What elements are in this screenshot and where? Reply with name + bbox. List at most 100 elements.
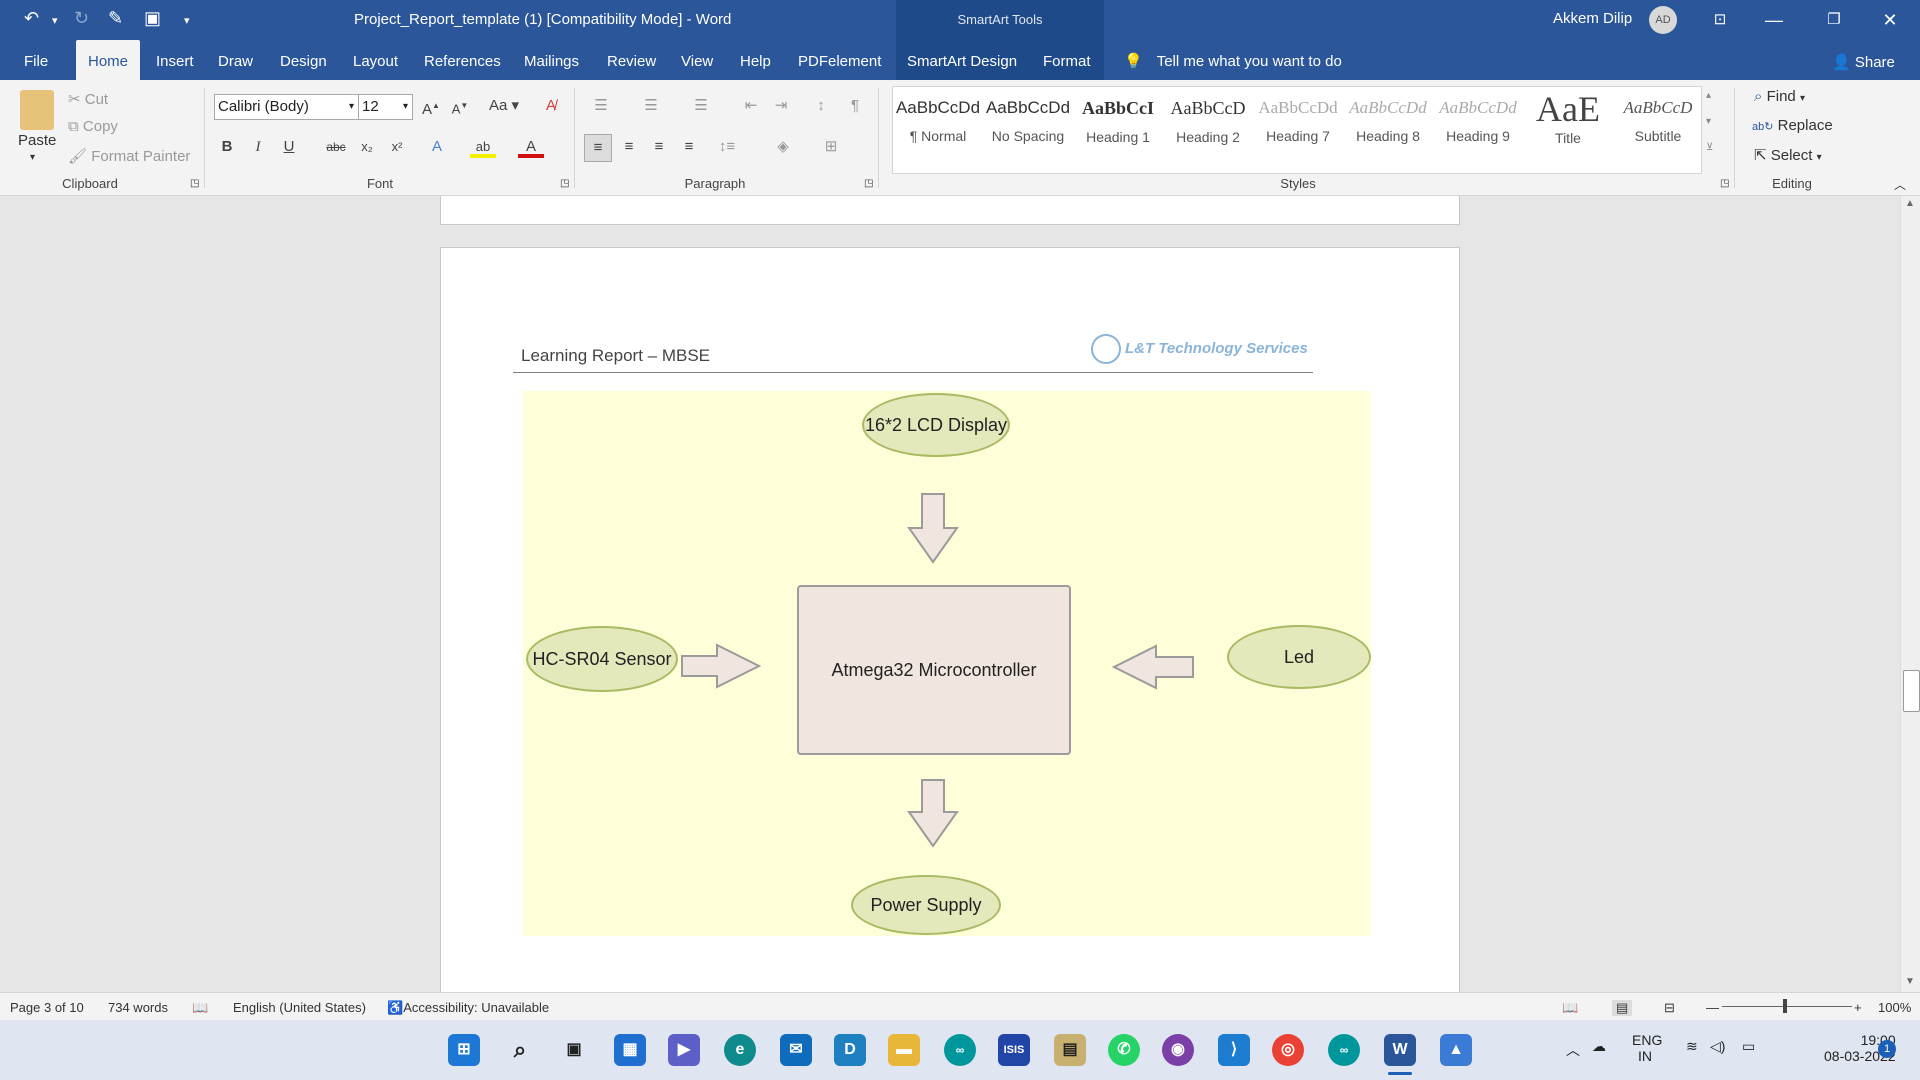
proteus-isis-icon[interactable]: ISIS (998, 1034, 1030, 1066)
scroll-down-icon[interactable]: ▼ (1905, 976, 1915, 987)
widgets-icon[interactable]: ▦ (614, 1034, 646, 1066)
paragraph-launcher-icon[interactable]: ◳ (864, 178, 874, 189)
italic-icon[interactable]: I (255, 139, 261, 155)
word-count[interactable]: 734 words (108, 1000, 168, 1015)
notebook-icon[interactable]: ▤ (1054, 1034, 1086, 1066)
shading-icon[interactable]: ◈ (777, 138, 789, 155)
strikethrough-icon[interactable]: abc (326, 140, 346, 154)
arduino-ide-icon[interactable]: ∞ (1328, 1034, 1360, 1066)
vertical-scrollbar[interactable]: ▲ ▼ (1900, 196, 1920, 992)
power-supply-node[interactable]: Power Supply (851, 875, 1001, 935)
edge-icon[interactable]: e (724, 1034, 756, 1066)
styles-scroll-up-icon[interactable]: ▴ (1706, 90, 1712, 101)
search-icon[interactable]: ⌕ (513, 1037, 527, 1062)
zoom-in-icon[interactable]: + (1854, 1000, 1862, 1015)
accessibility-status[interactable]: ♿Accessibility: Unavailable (387, 1000, 549, 1016)
teams-chat-icon[interactable]: ▶ (668, 1034, 700, 1066)
undo-dropdown-icon[interactable]: ▾ (52, 15, 58, 27)
tab-format[interactable]: Format (1043, 53, 1091, 70)
shrink-font-icon[interactable]: A▼ (451, 101, 469, 117)
justify-icon[interactable]: ≡ (684, 138, 694, 155)
touch-mode-icon[interactable]: ✎ (108, 8, 124, 28)
font-color-icon[interactable]: A (518, 134, 544, 158)
grow-font-icon[interactable]: A▲ (422, 101, 440, 118)
font-family-select[interactable]: Calibri (Body)▾ (214, 94, 359, 120)
paste-icon[interactable] (20, 90, 54, 130)
paste-dropdown-icon[interactable]: ▾ (30, 152, 36, 163)
tab-help[interactable]: Help (740, 53, 771, 70)
undo-icon[interactable]: ↶ (24, 8, 40, 28)
clear-formatting-icon[interactable]: A̸ (545, 97, 556, 114)
show-hidden-icons[interactable]: ︿ (1566, 1042, 1580, 1058)
text-effects-icon[interactable]: A (431, 138, 442, 155)
multilevel-list-icon[interactable]: ☰ (694, 97, 708, 114)
underline-icon[interactable]: U (283, 138, 295, 155)
smartart-diagram[interactable]: 16*2 LCD Display HC-SR04 Sensor Atmega32… (523, 391, 1371, 936)
tab-layout[interactable]: Layout (353, 53, 399, 70)
avatar[interactable]: AD (1649, 6, 1677, 34)
tab-pdfelement[interactable]: PDFelement (798, 53, 882, 70)
styles-launcher-icon[interactable]: ◳ (1720, 178, 1730, 189)
sort-icon[interactable]: ↕ (817, 97, 825, 114)
tab-design[interactable]: Design (280, 53, 327, 70)
tab-home[interactable]: Home (76, 40, 141, 80)
superscript-icon[interactable]: x² (391, 139, 403, 154)
replace-button[interactable]: ab↻ Replace (1752, 117, 1833, 134)
numbering-icon[interactable]: ☰ (644, 97, 658, 114)
paste-button[interactable]: Paste (18, 132, 57, 149)
collapse-ribbon-icon[interactable]: ︿ (1894, 178, 1907, 192)
github-desktop-icon[interactable]: ◉ (1162, 1034, 1194, 1066)
user-name[interactable]: Akkem Dilip (1553, 10, 1633, 27)
align-center-icon[interactable]: ≡ (624, 138, 634, 155)
chrome-icon[interactable]: ◎ (1272, 1034, 1304, 1066)
web-layout-icon[interactable]: ⊟ (1664, 1000, 1675, 1015)
tab-file[interactable]: File (24, 53, 49, 70)
whatsapp-icon[interactable]: ✆ (1108, 1034, 1140, 1066)
print-layout-icon[interactable]: ▤ (1612, 1000, 1633, 1016)
customize-toolbar-icon[interactable]: ▾ (184, 15, 190, 27)
zoom-slider[interactable] (1722, 1006, 1852, 1007)
restore-icon[interactable]: ❐ (1827, 11, 1841, 28)
select-button[interactable]: ⇱ Select ▾ (1754, 146, 1822, 164)
tab-smartart-design[interactable]: SmartArt Design (907, 53, 1018, 70)
line-spacing-icon[interactable]: ↕≡ (718, 138, 736, 155)
document-page[interactable]: Learning Report – MBSE L&T Technology Se… (440, 247, 1460, 992)
clipboard-launcher-icon[interactable]: ◳ (190, 178, 200, 189)
language-status[interactable]: English (United States) (233, 1000, 366, 1015)
dell-icon[interactable]: D (834, 1034, 866, 1066)
tab-review[interactable]: Review (607, 53, 657, 70)
scroll-up-icon[interactable]: ▲ (1905, 198, 1915, 209)
volume-icon[interactable]: ◁) (1710, 1038, 1726, 1054)
notification-badge[interactable]: 1 (1878, 1040, 1896, 1058)
zoom-level[interactable]: 100% (1878, 1000, 1912, 1015)
zoom-slider-thumb[interactable] (1783, 999, 1787, 1013)
subscript-icon[interactable]: x₂ (361, 139, 373, 154)
find-button[interactable]: ⌕ Find ▾ (1754, 88, 1805, 105)
tab-references[interactable]: References (424, 53, 501, 70)
styles-scroll-down-icon[interactable]: ▾ (1706, 116, 1712, 127)
windows-start-icon[interactable]: ⊞ (448, 1034, 480, 1066)
tab-insert[interactable]: Insert (156, 53, 194, 70)
task-view-icon[interactable]: ▣ (566, 1041, 582, 1058)
align-left-icon[interactable]: ≡ (584, 134, 612, 162)
battery-icon[interactable]: ▭ (1742, 1038, 1756, 1054)
highlight-icon[interactable]: ab (470, 134, 496, 158)
tell-me-search[interactable]: 💡Tell me what you want to do (1124, 40, 1342, 80)
page-count[interactable]: Page 3 of 10 (10, 1000, 84, 1015)
tab-view[interactable]: View (681, 53, 714, 70)
align-right-icon[interactable]: ≡ (654, 138, 664, 155)
previous-page[interactable] (440, 196, 1460, 225)
arduino-icon[interactable]: ∞ (944, 1034, 976, 1066)
sensor-node[interactable]: HC-SR04 Sensor (526, 626, 678, 692)
word-icon[interactable]: W (1384, 1034, 1416, 1066)
borders-icon[interactable]: ⊞ (824, 138, 838, 155)
save-icon[interactable]: ▣ (144, 8, 162, 28)
mail-icon[interactable]: ✉ (780, 1034, 812, 1066)
lcd-display-node[interactable]: 16*2 LCD Display (862, 393, 1010, 457)
format-painter-button[interactable]: 🖌 Format Painter (68, 147, 190, 165)
led-node[interactable]: Led (1227, 625, 1371, 689)
